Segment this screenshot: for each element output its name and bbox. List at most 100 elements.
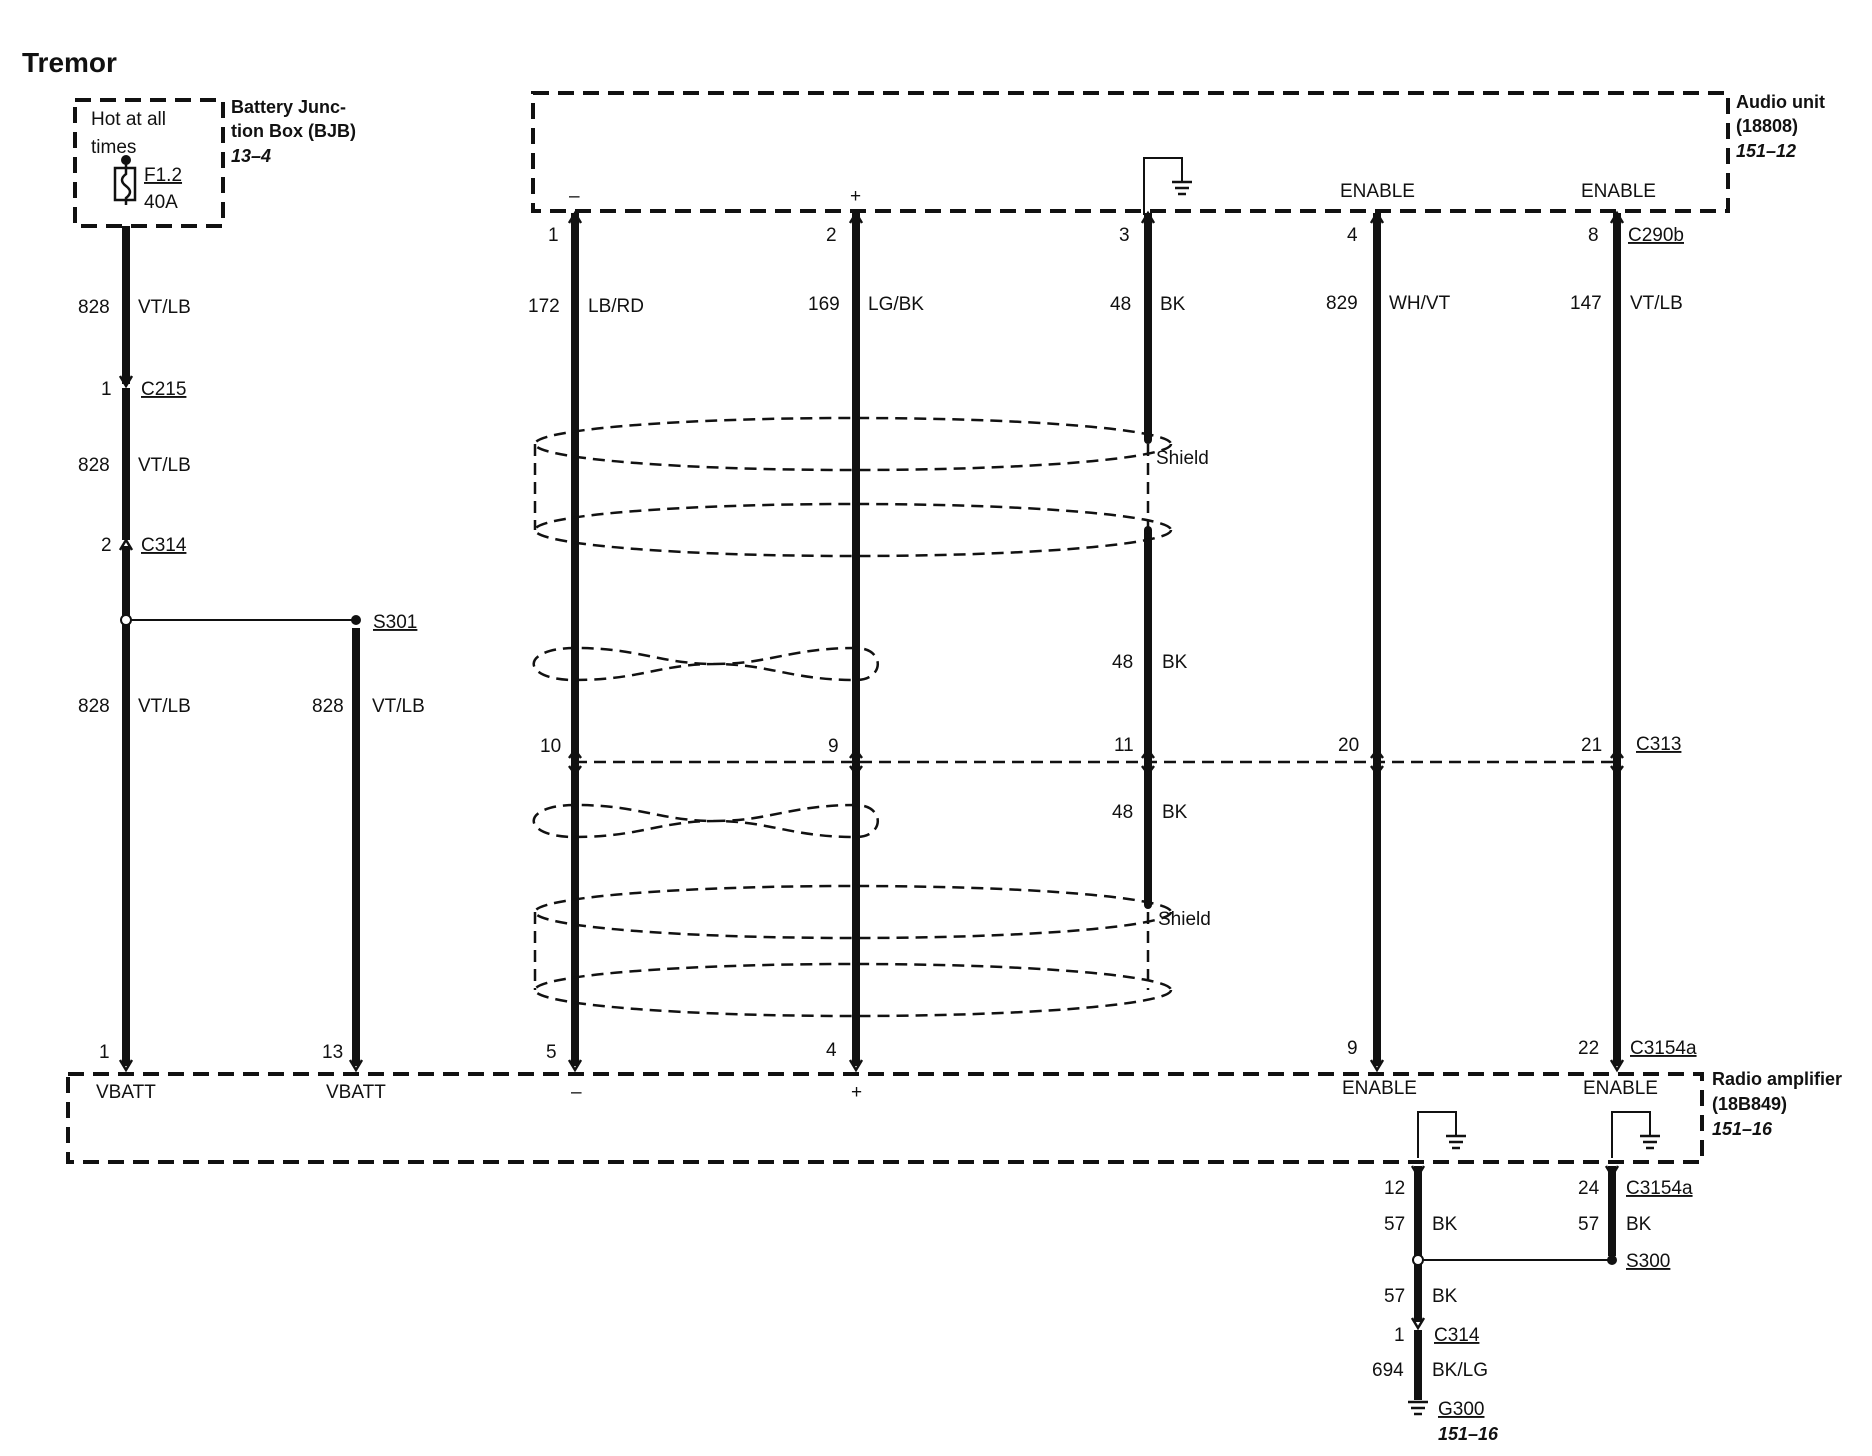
amp-pin-1: 1 bbox=[99, 1042, 110, 1063]
wire-828-seg3-circuit: 828 bbox=[78, 696, 110, 717]
bk-mid1-color: BK bbox=[1162, 652, 1188, 673]
ground-terminal-carets bbox=[1410, 1165, 1620, 1179]
audio-enable-4: ENABLE bbox=[1340, 181, 1415, 202]
wire-169-color: LG/BK bbox=[868, 294, 924, 315]
audio-terminal-carets bbox=[567, 210, 1625, 224]
ground-wire-694-color: BK/LG bbox=[1432, 1360, 1488, 1381]
c314-ground-terminal-icon bbox=[1410, 1317, 1426, 1331]
bjb-hot-line2: times bbox=[91, 137, 136, 158]
c313-pin-21: 21 bbox=[1581, 735, 1602, 756]
wire-48-circuit: 48 bbox=[1110, 294, 1131, 315]
c215-pin: 1 bbox=[101, 379, 112, 400]
ground-wire-57-b-color: BK bbox=[1626, 1214, 1652, 1235]
splice-tap-dot bbox=[120, 614, 132, 626]
audio-connector-c290b: C290b bbox=[1628, 225, 1684, 246]
c313-pin-11: 11 bbox=[1114, 735, 1134, 756]
c215-terminal-icon bbox=[118, 375, 134, 389]
fuse-rating: 40A bbox=[144, 192, 178, 213]
ground-wire-57-a-circuit: 57 bbox=[1384, 1214, 1405, 1235]
audio-unit-name-line2: (18808) bbox=[1736, 116, 1798, 136]
ground-wire-57-b-circuit: 57 bbox=[1578, 1214, 1599, 1235]
radio-amp-ref: 151–16 bbox=[1712, 1119, 1773, 1139]
g300-ground-icon bbox=[1408, 1400, 1428, 1416]
s300-splice-dot bbox=[1607, 1255, 1617, 1265]
amp-enable-9: ENABLE bbox=[1342, 1078, 1417, 1099]
bk-mid2-circuit: 48 bbox=[1112, 802, 1133, 823]
twisted-pair-upper-icon bbox=[532, 646, 879, 682]
g300-label: G300 bbox=[1438, 1399, 1484, 1420]
bk-mid2-color: BK bbox=[1162, 802, 1188, 823]
radio-amp-name-line1: Radio amplifier bbox=[1712, 1069, 1842, 1089]
wire-169-circuit: 169 bbox=[808, 294, 840, 315]
ground-c314-connector: C314 bbox=[1434, 1325, 1480, 1346]
wire-828-seg1-color: VT/LB bbox=[138, 297, 191, 318]
c215-connector: C215 bbox=[141, 379, 186, 400]
bjb-box bbox=[73, 98, 225, 228]
ground-c314-pin: 1 bbox=[1394, 1325, 1405, 1346]
wire-829-color: WH/VT bbox=[1389, 293, 1451, 314]
wire-172-color: LB/RD bbox=[588, 296, 644, 317]
fuse-feed-dot bbox=[121, 155, 131, 165]
ground-pin-12: 12 bbox=[1384, 1178, 1405, 1199]
audio-unit-name-line1: Audio unit bbox=[1736, 92, 1825, 112]
c313-terminal-carets bbox=[568, 747, 1624, 777]
audio-enable-8: ENABLE bbox=[1581, 181, 1656, 202]
s300-tap-dot bbox=[1412, 1254, 1424, 1266]
amp-vbatt-13: VBATT bbox=[326, 1082, 386, 1103]
ground-connector-c3154a: C3154a bbox=[1626, 1178, 1693, 1199]
bjb-hot-line1: Hot at all bbox=[91, 109, 166, 130]
twisted-pair-lower-icon bbox=[532, 803, 879, 839]
radio-amp-name-line2: (18B849) bbox=[1712, 1094, 1787, 1114]
amp-enable-22: ENABLE bbox=[1583, 1078, 1658, 1099]
wire-172-circuit: 172 bbox=[528, 296, 560, 317]
g300-ref: 151–16 bbox=[1438, 1424, 1499, 1444]
c313-connector: C313 bbox=[1636, 734, 1681, 755]
c313-pin-10: 10 bbox=[540, 736, 561, 757]
c313-pin-9: 9 bbox=[828, 736, 839, 757]
s301-splice-dot bbox=[351, 615, 361, 625]
amp-pin-9: 9 bbox=[1347, 1038, 1358, 1059]
amp-minus-label: – bbox=[571, 1082, 582, 1103]
wire-48-color: BK bbox=[1160, 294, 1186, 315]
top-shield-drain-dot-2 bbox=[1144, 526, 1152, 534]
amp-internal-ground-icon-2 bbox=[1611, 1111, 1660, 1158]
amp-terminal-carets bbox=[118, 1059, 1625, 1073]
s301-label: S301 bbox=[373, 612, 417, 633]
wire-828-seg2-color: VT/LB bbox=[138, 455, 191, 476]
audio-pin-3: 3 bbox=[1119, 225, 1130, 246]
c314-terminal-icon bbox=[118, 537, 134, 551]
amp-plus-label: + bbox=[851, 1082, 862, 1103]
audio-pin-2: 2 bbox=[826, 225, 837, 246]
ground-wire-57-a-color: BK bbox=[1432, 1214, 1458, 1235]
wire-828-s301-color: VT/LB bbox=[372, 696, 425, 717]
bjb-ref: 13–4 bbox=[231, 146, 271, 166]
c314-connector: C314 bbox=[141, 535, 187, 556]
radio-amplifier-box bbox=[66, 1072, 1704, 1164]
bk-mid1-circuit: 48 bbox=[1112, 652, 1133, 673]
wire-829-circuit: 829 bbox=[1326, 293, 1358, 314]
diagram-title: Tremor bbox=[22, 47, 117, 78]
amp-pin-13: 13 bbox=[322, 1042, 343, 1063]
ground-wire-57-c-color: BK bbox=[1432, 1286, 1458, 1307]
amp-pin-5: 5 bbox=[546, 1042, 557, 1063]
wire-828-seg3-color: VT/LB bbox=[138, 696, 191, 717]
fuse-icon bbox=[113, 163, 137, 205]
audio-minus-label: – bbox=[569, 186, 580, 207]
amp-pin-22: 22 bbox=[1578, 1038, 1599, 1059]
fuse-id: F1.2 bbox=[144, 165, 182, 186]
bjb-name-line2: tion Box (BJB) bbox=[231, 121, 356, 141]
bottom-shield-label: Shield bbox=[1158, 909, 1211, 930]
audio-plus-label: + bbox=[850, 186, 861, 207]
amp-connector-c3154a: C3154a bbox=[1630, 1038, 1697, 1059]
audio-pin-1: 1 bbox=[548, 225, 559, 246]
s300-label: S300 bbox=[1626, 1251, 1670, 1272]
c313-pin-20: 20 bbox=[1338, 735, 1359, 756]
wire-828-s301-circuit: 828 bbox=[312, 696, 344, 717]
audio-unit-ref: 151–12 bbox=[1736, 141, 1796, 161]
wire-147-circuit: 147 bbox=[1570, 293, 1602, 314]
amp-internal-ground-icon-1 bbox=[1417, 1111, 1466, 1158]
top-shield-label: Shield bbox=[1156, 448, 1209, 469]
audio-pin-8: 8 bbox=[1588, 225, 1599, 246]
c314-pin: 2 bbox=[101, 535, 112, 556]
